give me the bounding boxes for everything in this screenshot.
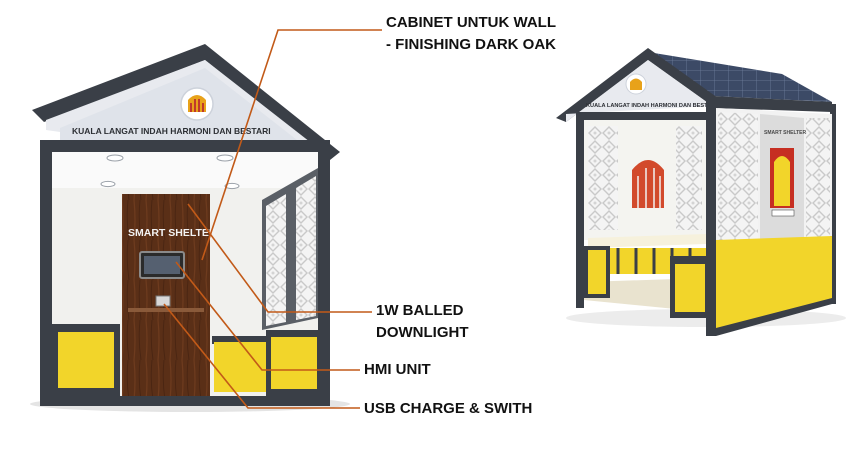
- leader-downlight: [187, 203, 372, 313]
- front-sign-text: KUALA LANGAT INDAH HARMONI DAN BESTARI: [72, 126, 271, 136]
- right-yellow-panel: [271, 337, 317, 389]
- leader-lines: [163, 29, 382, 409]
- side-front-lower-yellow: [588, 250, 606, 294]
- callout-hmi: HMI UNIT: [364, 361, 431, 378]
- front-shelter: KUALA LANGAT INDAH HARMONI DAN BESTARI S…: [30, 44, 350, 412]
- back-emblem-red: [632, 160, 664, 208]
- left-yellow-panel: [58, 332, 114, 388]
- side-bench-top: [588, 234, 706, 248]
- front-beam: [40, 140, 330, 152]
- hmi-display: [144, 256, 180, 274]
- callout-downlight-line1: 1W BALLED: [376, 302, 464, 319]
- callout-cabinet-line1: CABINET UNTUK WALL: [386, 14, 556, 31]
- cabinet-shelf: [128, 308, 204, 312]
- dark-oak-cabinet: [122, 194, 210, 396]
- leader-cabinet: [201, 29, 382, 261]
- leader-usb: [163, 303, 360, 409]
- side-back-lattice-2: [676, 126, 702, 230]
- lattice-panel-left: [266, 194, 286, 326]
- side-corner-post: [706, 100, 716, 336]
- usb-socket: [155, 295, 171, 307]
- side-back-lattice-1: [588, 126, 618, 230]
- side-front-post-left: [576, 112, 584, 308]
- cabinet-label: SMART SHELTER: [128, 227, 217, 239]
- side-emblem-yellow: [770, 148, 795, 217]
- solar-roof: [648, 52, 832, 102]
- side-small-bench-yellow: [675, 264, 705, 312]
- side-lattice-right: [806, 118, 830, 238]
- side-front-beam: [576, 112, 712, 120]
- side-panel-label: SMART SHELTER: [764, 130, 807, 136]
- lattice-panel-right: [296, 176, 316, 320]
- leader-hmi: [175, 261, 360, 371]
- logo-emblem: [180, 87, 214, 121]
- interior-ceiling: [52, 152, 318, 188]
- callout-downlight-line2: DOWNLIGHT: [376, 324, 469, 341]
- bench-panel-yellow: [214, 342, 266, 392]
- side-back-post: [830, 104, 836, 304]
- callout-cabinet-line2: - FINISHING DARK OAK: [386, 36, 556, 53]
- side-logo-emblem: [625, 73, 647, 95]
- callout-usb: USB CHARGE & SWITH: [364, 400, 533, 417]
- left-post: [40, 148, 52, 404]
- side-shelter: KUALA LANGAT INDAH HARMONI DAN BESTARI S…: [556, 48, 846, 336]
- side-sign-text: KUALA LANGAT INDAH HARMONI DAN BESTARI: [586, 103, 717, 109]
- side-roof-beam: [712, 96, 832, 112]
- side-right-base: [716, 298, 832, 336]
- side-lattice-left: [718, 112, 758, 242]
- base-frame: [40, 396, 330, 406]
